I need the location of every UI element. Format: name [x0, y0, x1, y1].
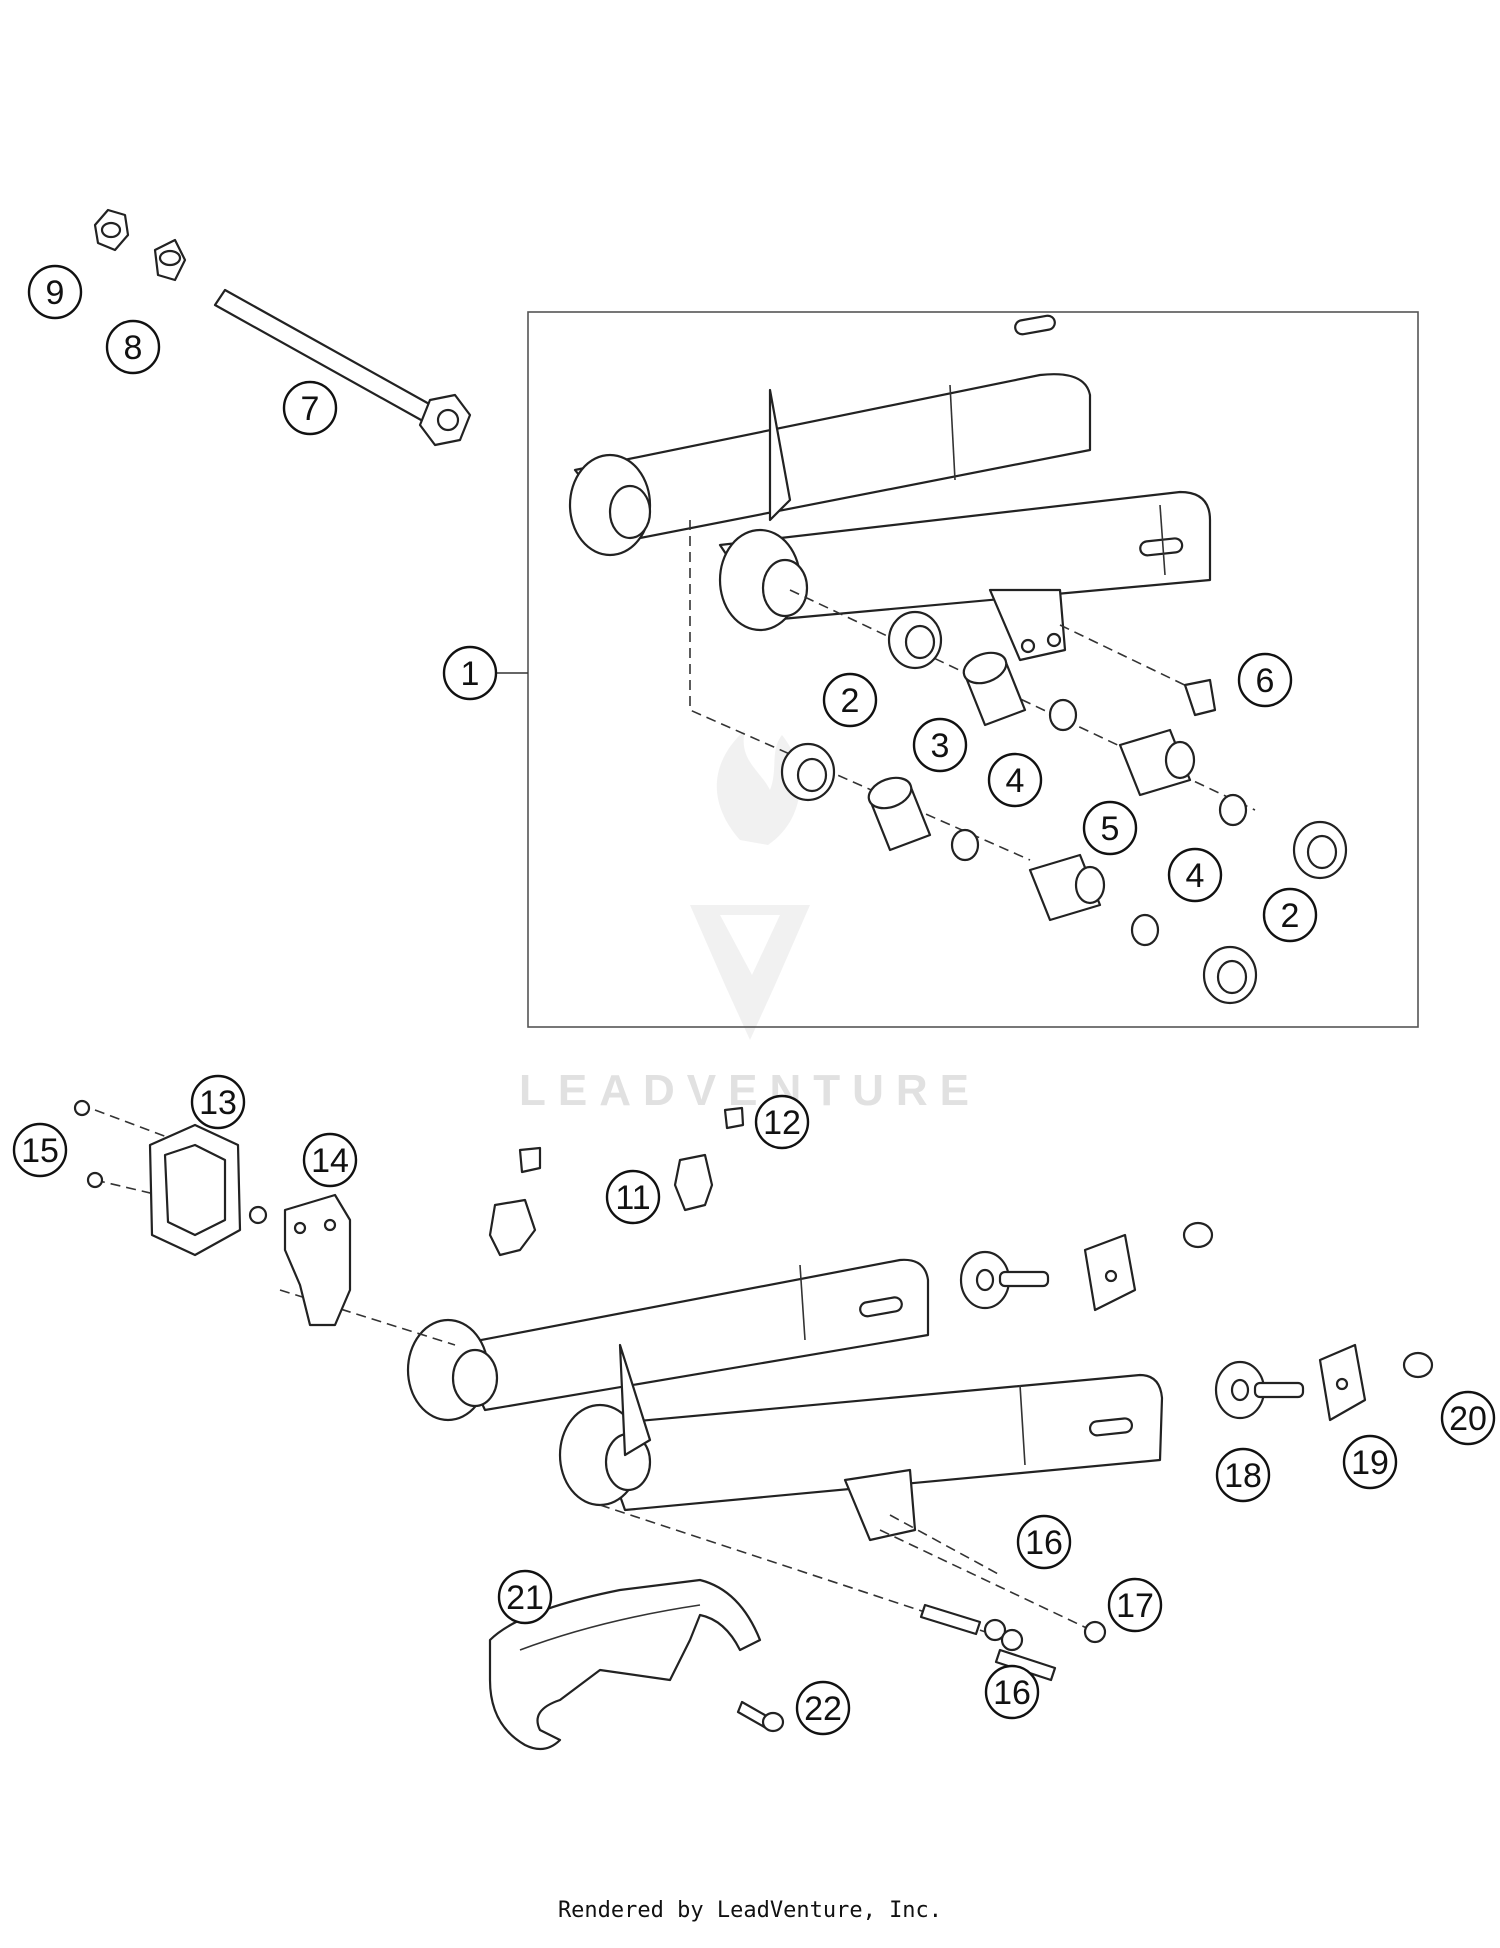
callout-circle	[822, 672, 878, 728]
callout-number: 13	[199, 1084, 237, 1122]
bearing-parts	[780, 610, 1348, 1005]
callout-number: 3	[931, 727, 950, 765]
callout-circle	[1342, 1434, 1398, 1490]
axis-line-pivot	[1059, 624, 1196, 691]
callout-number: 16	[993, 1674, 1031, 1712]
callout-number: 2	[841, 682, 860, 720]
callout-number: 8	[124, 329, 143, 367]
axis-line-lower-6	[889, 1514, 1001, 1576]
leadventure-watermark-logo	[690, 730, 810, 1040]
callout-number: 19	[1351, 1444, 1389, 1482]
callout-circle	[1016, 1514, 1072, 1570]
callout-circle	[1262, 887, 1318, 943]
callout-16b: 16	[984, 1664, 1040, 1720]
chain-guard-parts	[488, 1578, 785, 1751]
callout-number: 2	[1281, 897, 1300, 935]
callout-number: 1	[461, 655, 480, 693]
callout-circle	[1440, 1390, 1496, 1446]
callout-circle	[282, 380, 338, 436]
callout-circle	[302, 1132, 358, 1188]
callout-circle	[105, 319, 161, 375]
axis-line-lower-2	[94, 1109, 176, 1141]
callout-17: 17	[1107, 1577, 1163, 1633]
callout-number: 18	[1224, 1457, 1262, 1495]
bolt-parts	[919, 1603, 1107, 1682]
callout-16a: 16	[1016, 1514, 1072, 1570]
callout-4a: 4	[987, 752, 1043, 808]
callout-number: 12	[763, 1104, 801, 1142]
callout-14: 14	[302, 1132, 358, 1188]
swingarm-upper	[568, 314, 1212, 662]
callout-number: 22	[804, 1690, 842, 1728]
callout-circle	[1215, 1447, 1271, 1503]
callout-number: 15	[21, 1132, 59, 1170]
callout-number: 16	[1025, 1524, 1063, 1562]
callout-circle	[1167, 847, 1223, 903]
callout-circle	[795, 1680, 851, 1736]
callout-1: 1	[442, 645, 498, 701]
callout-circle	[984, 1664, 1040, 1720]
callout-2a: 2	[822, 672, 878, 728]
callout-number: 11	[615, 1179, 650, 1217]
callout-21: 21	[497, 1569, 553, 1625]
callout-circle	[1082, 800, 1138, 856]
chain-guide-parts	[73, 1099, 352, 1327]
callout-number: 14	[311, 1142, 349, 1180]
callout-number: 20	[1449, 1400, 1487, 1438]
callout-11: 11	[605, 1169, 661, 1225]
callout-circle	[190, 1074, 246, 1130]
callout-13: 13	[190, 1074, 246, 1130]
callout-circle	[1107, 1577, 1163, 1633]
clamp-parts	[488, 1106, 745, 1257]
callout-4b: 4	[1167, 847, 1223, 903]
callout-number: 7	[301, 390, 320, 428]
callout-19: 19	[1342, 1434, 1398, 1490]
callout-20: 20	[1440, 1390, 1496, 1446]
axis-line-front	[789, 589, 1256, 811]
callout-circle	[1237, 652, 1293, 708]
callout-number: 21	[506, 1579, 544, 1617]
callout-circle	[497, 1569, 553, 1625]
axle-assembly	[93, 208, 472, 447]
callout-circle	[605, 1169, 661, 1225]
callout-7: 7	[282, 380, 338, 436]
axis-line-lower-1	[279, 1289, 456, 1346]
callout-12: 12	[754, 1094, 810, 1150]
callout-circle	[12, 1122, 68, 1178]
axis-line-lower-5	[879, 1529, 1096, 1633]
callout-circle	[912, 717, 968, 773]
callout-number: 5	[1101, 810, 1120, 848]
callout-number: 17	[1116, 1587, 1154, 1625]
callout-number: 4	[1186, 857, 1205, 895]
callout-circle	[754, 1094, 810, 1150]
callout-2b: 2	[1262, 887, 1318, 943]
callout-22: 22	[795, 1680, 851, 1736]
callout-circle	[27, 264, 83, 320]
callout-15: 15	[12, 1122, 68, 1178]
detail-frame	[527, 311, 1419, 1028]
callout-5: 5	[1082, 800, 1138, 856]
callout-circle	[987, 752, 1043, 808]
callout-number: 6	[1256, 662, 1275, 700]
chain-adjuster-parts	[959, 1221, 1434, 1422]
footer-credit: Rendered by LeadVenture, Inc.	[557, 1898, 943, 1923]
callout-6: 6	[1237, 652, 1293, 708]
callout-3: 3	[912, 717, 968, 773]
callout-number: 9	[46, 274, 65, 312]
callout-circle	[442, 645, 498, 701]
watermark-text: LEADVENTURE	[519, 1066, 981, 1115]
callout-9: 9	[27, 264, 83, 320]
callout-8: 8	[105, 319, 161, 375]
swingarm-lower	[406, 1258, 1164, 1542]
callout-number: 4	[1006, 762, 1025, 800]
callout-18: 18	[1215, 1447, 1271, 1503]
